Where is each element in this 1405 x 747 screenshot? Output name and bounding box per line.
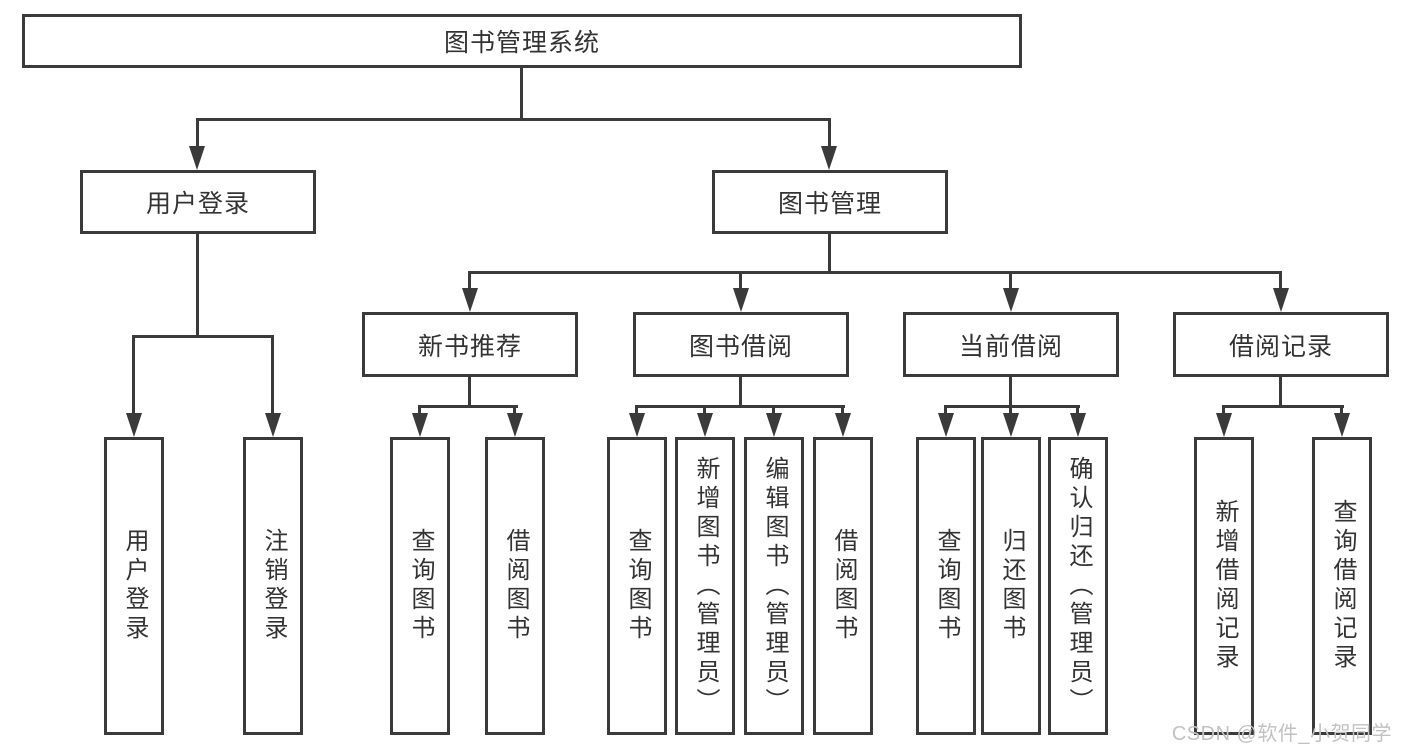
node-add-borrow-record: 新增借阅记录 bbox=[1194, 437, 1254, 735]
connector-user-login-stem bbox=[196, 234, 199, 337]
connector-leaf-drop bbox=[513, 405, 516, 415]
arrow-down-icon bbox=[507, 413, 523, 437]
connector-leaf-drop bbox=[1076, 405, 1079, 415]
connector-leaf-drop bbox=[635, 405, 638, 415]
connector-leaf-drop bbox=[1222, 405, 1225, 415]
node-book-management: 图书管理 bbox=[712, 170, 948, 234]
connector-to-current-borrow bbox=[1009, 271, 1012, 291]
connector-to-book-borrow bbox=[739, 271, 742, 291]
node-user-login: 用户登录 bbox=[80, 170, 316, 234]
node-add-books-admin: 新增图书（管理员） bbox=[675, 437, 735, 735]
node-logout-action: 注销登录 bbox=[243, 437, 303, 735]
arrow-down-icon bbox=[766, 413, 782, 437]
connector-to-logout-leaf bbox=[271, 335, 274, 415]
connector-book-mgmt-split bbox=[468, 271, 1282, 274]
arrow-down-icon bbox=[733, 288, 749, 312]
arrow-down-icon bbox=[1003, 288, 1019, 312]
node-library-system: 图书管理系统 bbox=[22, 14, 1022, 68]
arrow-down-icon bbox=[629, 413, 645, 437]
connector-leaf-drop bbox=[418, 405, 421, 415]
connector-leaf-drop bbox=[1009, 405, 1012, 415]
arrow-down-icon bbox=[938, 413, 954, 437]
arrow-down-icon bbox=[265, 413, 281, 437]
connector-to-new-book bbox=[468, 271, 471, 291]
node-user-login-action: 用户登录 bbox=[104, 437, 164, 735]
watermark-text: CSDN @软件_小贺同学 bbox=[1171, 723, 1392, 745]
node-borrow-books-recommend: 借阅图书 bbox=[485, 437, 545, 735]
connector-leaf-drop bbox=[1340, 405, 1343, 415]
connector-leaf-drop bbox=[703, 405, 706, 415]
node-query-books-recommend: 查询图书 bbox=[390, 437, 450, 735]
arrow-down-icon bbox=[1273, 288, 1289, 312]
connector-records-split bbox=[1222, 405, 1344, 408]
connector-book-borrow-stem bbox=[739, 377, 742, 407]
node-new-book-recommend: 新书推荐 bbox=[362, 312, 578, 377]
node-query-books-current: 查询图书 bbox=[916, 437, 976, 735]
node-borrow-books-borrowing: 借阅图书 bbox=[813, 437, 873, 735]
connector-current-borrow-split bbox=[944, 405, 1080, 408]
node-edit-books-admin: 编辑图书（管理员） bbox=[744, 437, 804, 735]
node-query-books-borrowing: 查询图书 bbox=[607, 437, 667, 735]
arrow-down-icon bbox=[189, 146, 205, 170]
arrow-down-icon bbox=[462, 288, 478, 312]
arrow-down-icon bbox=[835, 413, 851, 437]
node-confirm-return-admin: 确认归还（管理员） bbox=[1048, 437, 1108, 735]
connector-to-borrow-records bbox=[1279, 271, 1282, 291]
connector-records-stem bbox=[1279, 377, 1282, 407]
node-borrowing-records: 借阅记录 bbox=[1173, 312, 1389, 377]
connector-leaf-drop bbox=[772, 405, 775, 415]
arrow-down-icon bbox=[412, 413, 428, 437]
arrow-down-icon bbox=[697, 413, 713, 437]
connector-current-borrow-stem bbox=[1009, 377, 1012, 407]
arrow-down-icon bbox=[821, 146, 837, 170]
connector-new-book-split bbox=[418, 405, 518, 408]
connector-to-user-login bbox=[196, 118, 199, 148]
connector-to-book-mgmt bbox=[828, 118, 831, 148]
arrow-down-icon bbox=[126, 413, 142, 437]
connector-root-stem bbox=[520, 68, 523, 120]
node-current-borrowing: 当前借阅 bbox=[903, 312, 1119, 377]
connector-to-login-leaf bbox=[132, 335, 135, 415]
arrow-down-icon bbox=[1334, 413, 1350, 437]
node-return-books: 归还图书 bbox=[981, 437, 1041, 735]
connector-new-book-stem bbox=[468, 377, 471, 407]
connector-root-split bbox=[196, 118, 831, 121]
connector-book-mgmt-stem bbox=[828, 234, 831, 274]
node-book-borrowing: 图书借阅 bbox=[633, 312, 849, 377]
arrow-down-icon bbox=[1003, 413, 1019, 437]
node-query-borrow-record: 查询借阅记录 bbox=[1312, 437, 1372, 735]
connector-user-login-split bbox=[132, 335, 274, 338]
connector-leaf-drop bbox=[841, 405, 844, 415]
arrow-down-icon bbox=[1070, 413, 1086, 437]
connector-book-borrow-split bbox=[635, 405, 845, 408]
arrow-down-icon bbox=[1216, 413, 1232, 437]
connector-leaf-drop bbox=[944, 405, 947, 415]
